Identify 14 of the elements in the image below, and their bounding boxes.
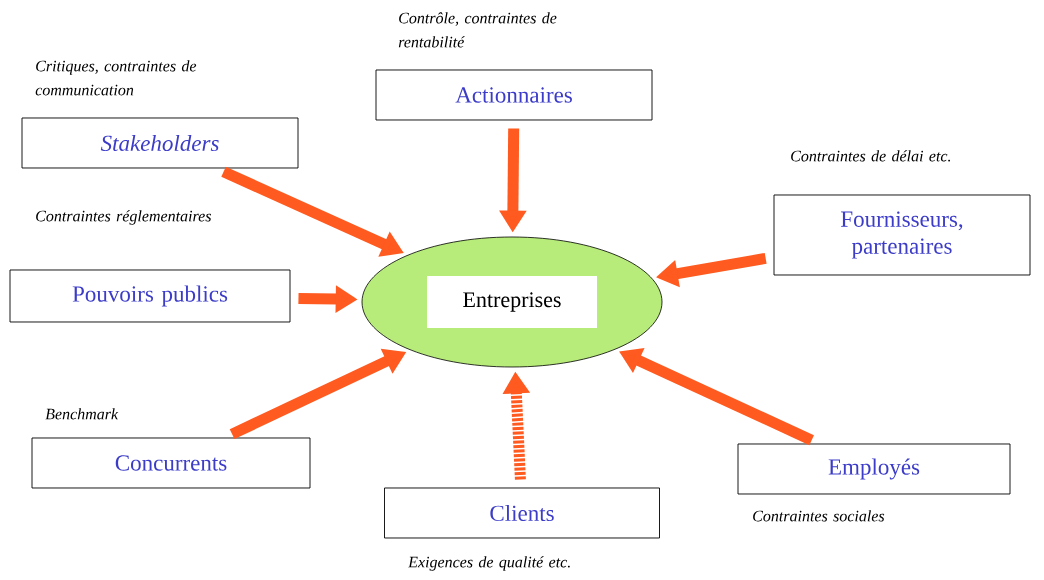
node-label: Benchmark [45, 408, 119, 420]
box: Clients [384, 487, 660, 539]
node-label: Contraintes de délai etc. [791, 150, 951, 162]
box: Stakeholders [21, 117, 299, 169]
node-label: Contrôle, contraintes de rentabilité [398, 12, 557, 48]
box: Pouvoirs publics [9, 269, 291, 323]
node-label: Contraintes sociales [753, 510, 885, 522]
box: Fournisseurs, partenaires [773, 194, 1031, 276]
node-label: Contraintes réglementaires [36, 210, 212, 225]
node-label: Exigences de qualité etc. [408, 556, 570, 571]
node-label: Critiques, contraintes de communication [35, 60, 197, 96]
box: Employés [737, 443, 1011, 495]
box: Concurrents [31, 437, 311, 489]
box: Actionnaires [375, 69, 653, 121]
